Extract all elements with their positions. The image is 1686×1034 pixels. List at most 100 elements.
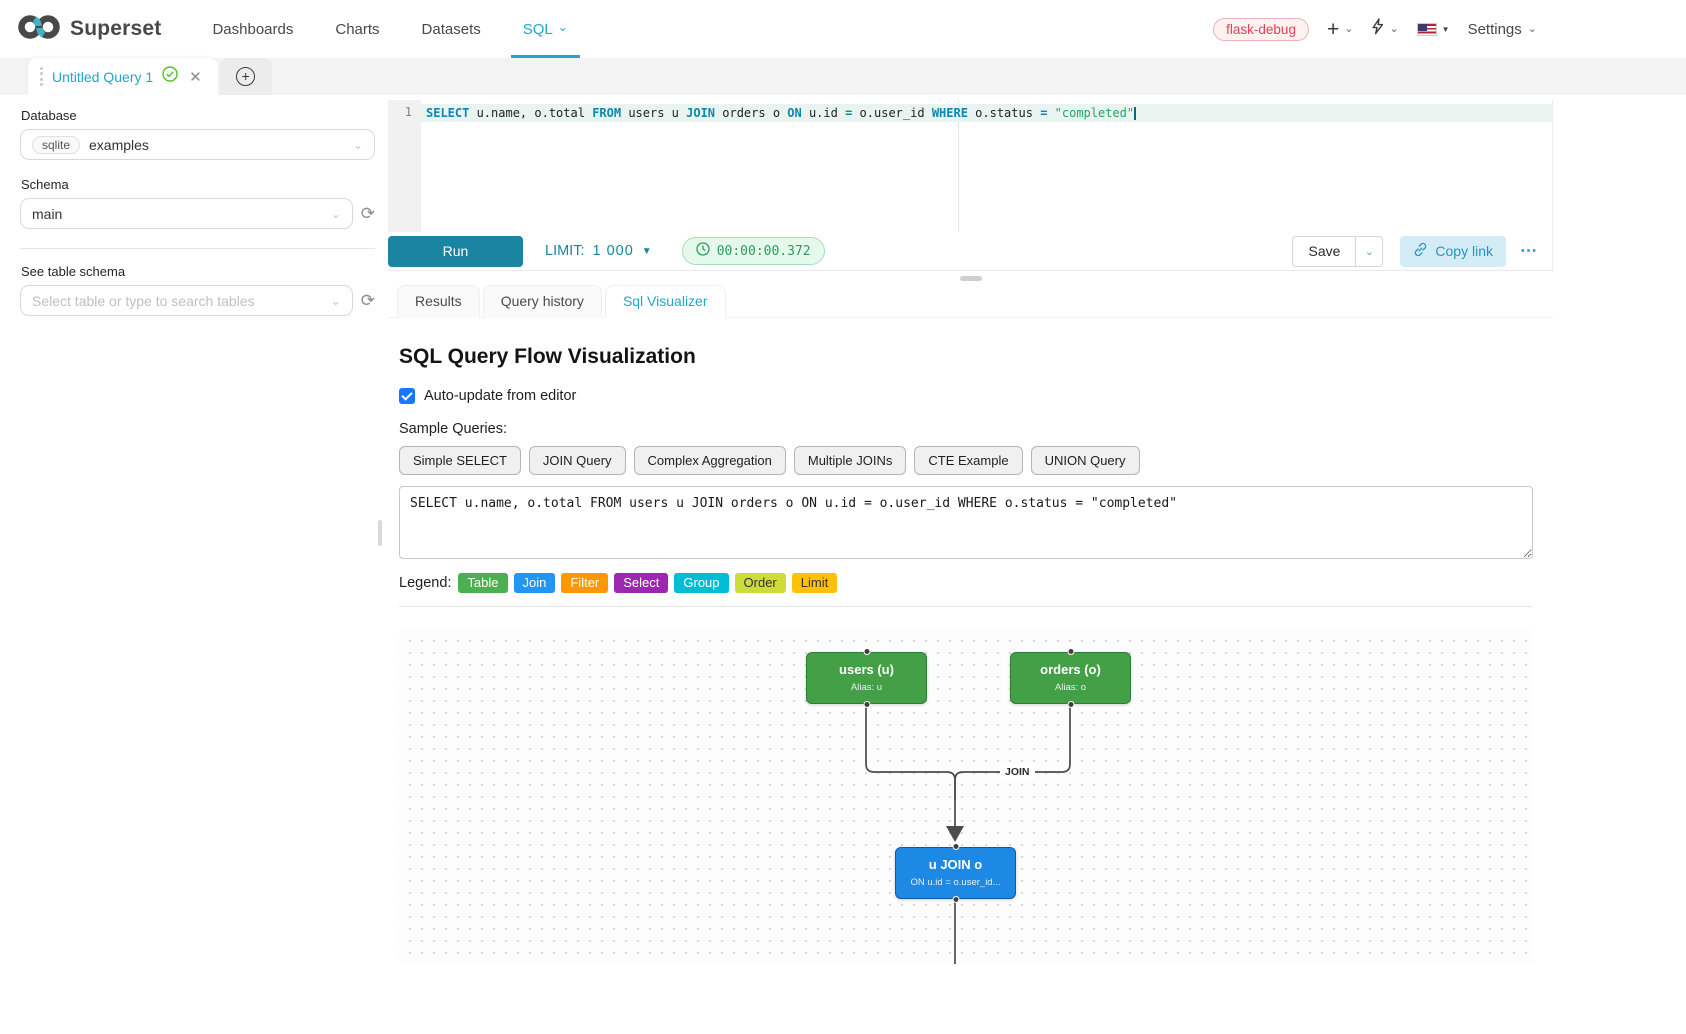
checkbox-checked-icon[interactable]: [399, 388, 415, 404]
more-menu-button[interactable]: ⋯: [1520, 241, 1538, 260]
lightning-icon: [1371, 18, 1384, 40]
node-handle-bottom[interactable]: [863, 701, 870, 708]
node-handle-bottom[interactable]: [1067, 701, 1074, 708]
new-item-button[interactable]: + ⌄: [1327, 19, 1353, 40]
sql-token: ON: [787, 106, 802, 120]
legend-chip-table: Table: [458, 573, 508, 593]
chevron-down-icon: ⌄: [1527, 22, 1537, 35]
legend-chip-order: Order: [734, 573, 786, 593]
nav-item-label: Charts: [335, 20, 380, 38]
query-search-button[interactable]: ⌄: [1371, 18, 1399, 40]
settings-menu[interactable]: Settings ⌄: [1468, 21, 1537, 38]
editor-code-area[interactable]: SELECT u.name, o.total FROM users u JOIN…: [421, 100, 1552, 232]
sample-button-multiple-joins[interactable]: Multiple JOINs: [793, 446, 907, 475]
sql-token: [1047, 106, 1054, 120]
sql-token: "completed": [1054, 106, 1135, 120]
node-handle-top[interactable]: [863, 648, 870, 655]
node-title: users (u): [839, 662, 894, 677]
query-tab-active[interactable]: Untitled Query 1 ✕: [28, 58, 218, 95]
south-pane-drag-handle[interactable]: [959, 276, 982, 281]
caret-down-icon: ▼: [1441, 24, 1450, 34]
node-handle-top[interactable]: [952, 843, 959, 850]
sample-button-complex-aggregation[interactable]: Complex Aggregation: [633, 446, 786, 475]
refresh-schemas-icon[interactable]: ⟳: [360, 204, 375, 223]
auto-update-label: Auto-update from editor: [424, 388, 577, 404]
flow-node-orders[interactable]: orders (o)Alias: o: [1010, 648, 1131, 708]
node-handle-bottom[interactable]: [952, 896, 959, 903]
editor-active-line: SELECT u.name, o.total FROM users u JOIN…: [421, 104, 1552, 122]
sql-token: u.name, o.total: [469, 106, 593, 120]
close-icon[interactable]: ✕: [189, 68, 202, 86]
sql-editor[interactable]: 1 SELECT u.name, o.total FROM users u JO…: [388, 100, 1552, 232]
pane-splitter-handle[interactable]: [378, 520, 382, 546]
save-button[interactable]: Save: [1293, 236, 1356, 266]
environment-badge: flask-debug: [1213, 17, 1309, 41]
node-title: u JOIN o: [928, 857, 983, 872]
nav-item-datasets[interactable]: Datasets: [414, 0, 489, 58]
flow-canvas[interactable]: users (u)Alias: u orders (o)Alias: o u JOI…: [399, 630, 1533, 964]
add-query-tab-button[interactable]: +: [219, 58, 272, 95]
chevron-down-icon: ⌄: [1389, 22, 1399, 35]
sample-queries-label: Sample Queries:: [399, 421, 507, 437]
engine-badge: sqlite: [32, 135, 81, 154]
legend-chip-select: Select: [614, 573, 669, 593]
text-cursor: [1134, 107, 1137, 120]
flow-node-users[interactable]: users (u)Alias: u: [806, 648, 927, 708]
refresh-tables-icon[interactable]: ⟳: [360, 291, 375, 310]
flow-node-join[interactable]: u JOIN o ON u.id = o.user_id...: [895, 843, 1016, 903]
superset-logo[interactable]: Superset: [16, 12, 161, 47]
schema-select[interactable]: main ⌄: [20, 198, 353, 229]
auto-update-checkbox-row[interactable]: Auto-update from editor: [399, 388, 1533, 404]
navbar-right: flask-debug + ⌄ ⌄ ▼ Settings ⌄: [1213, 17, 1537, 41]
sql-token: u.id: [801, 106, 846, 120]
check-circle-icon: [162, 66, 178, 87]
copy-link-button[interactable]: Copy link: [1400, 235, 1506, 267]
sql-token: FROM: [592, 106, 622, 120]
table-select[interactable]: Select table or type to search tables ⌄: [20, 285, 353, 316]
editor-toolbar: Run LIMIT:1 000 ▼ 00:00:00.372 Save ⌄: [388, 232, 1552, 271]
caret-down-icon: ▼: [641, 245, 652, 257]
line-number: 1: [404, 105, 412, 119]
chevron-down-icon: ⌄: [330, 293, 341, 308]
legend-label: Legend:: [399, 575, 452, 591]
save-dropdown-button[interactable]: ⌄: [1355, 236, 1383, 266]
limit-dropdown[interactable]: LIMIT:1 000 ▼: [545, 243, 652, 259]
language-picker[interactable]: ▼: [1416, 22, 1450, 36]
tab-results[interactable]: Results: [397, 285, 480, 318]
database-label: Database: [21, 108, 77, 123]
node-handle-top[interactable]: [1067, 648, 1074, 655]
query-timer-badge: 00:00:00.372: [681, 237, 825, 265]
drag-handle-icon[interactable]: [40, 66, 43, 87]
sql-token: =: [845, 106, 853, 120]
sample-button-join-query[interactable]: JOIN Query: [528, 446, 626, 475]
node-subtitle: Alias: o: [1054, 682, 1087, 693]
sample-button-union-query[interactable]: UNION Query: [1030, 446, 1140, 475]
nav-item-charts[interactable]: Charts: [327, 0, 387, 58]
tab-sql-visualizer[interactable]: Sql Visualizer: [604, 285, 726, 318]
superset-logo-icon: [16, 12, 62, 47]
clock-icon: [696, 242, 710, 260]
sql-token: users u: [621, 106, 687, 120]
query-input[interactable]: SELECT u.name, o.total FROM users u JOIN…: [399, 486, 1533, 559]
join-edge-label: JOIN: [1000, 765, 1035, 779]
limit-label: LIMIT:: [545, 243, 585, 259]
query-tabbar: Untitled Query 1 ✕ +: [0, 58, 1686, 95]
sample-button-simple-select[interactable]: Simple SELECT: [399, 446, 521, 475]
run-button[interactable]: Run: [388, 235, 523, 267]
table-select-placeholder: Select table or type to search tables: [32, 292, 255, 309]
sidebar-divider: [20, 248, 375, 249]
nav-item-sql[interactable]: SQL⌄: [510, 0, 580, 58]
schema-label: Schema: [21, 177, 69, 192]
sample-button-cte-example[interactable]: CTE Example: [914, 446, 1023, 475]
nav-item-dashboards[interactable]: Dashboards: [204, 0, 301, 58]
tab-query-history[interactable]: Query history: [482, 285, 602, 318]
node-subtitle: ON u.id = o.user_id...: [910, 877, 1001, 888]
settings-label: Settings: [1467, 20, 1522, 38]
legend-chip-join: Join: [513, 573, 556, 593]
database-select[interactable]: sqlite examples ⌄: [20, 129, 375, 160]
timer-value: 00:00:00.372: [716, 243, 811, 259]
table-schema-label: See table schema: [21, 264, 126, 279]
